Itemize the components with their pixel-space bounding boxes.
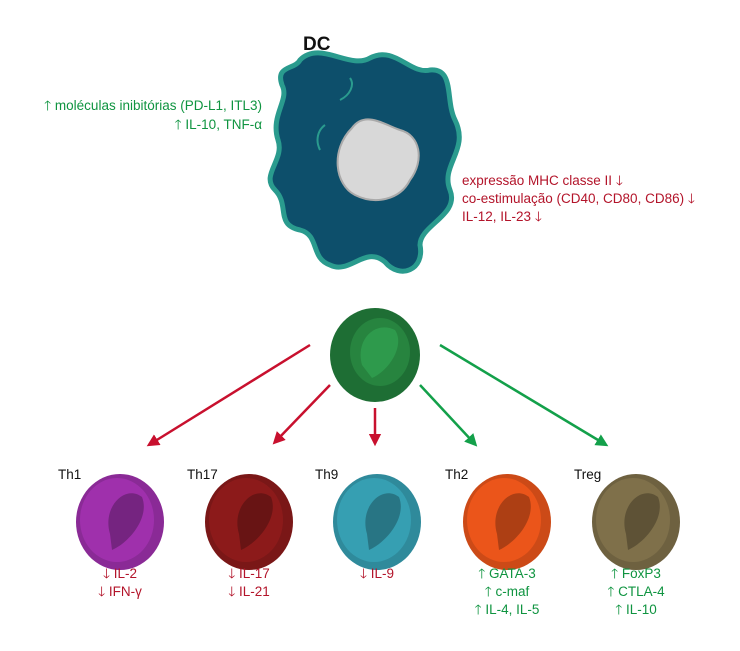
t-cell-th2 xyxy=(463,474,551,570)
cell-marker: 🡑 c-maf xyxy=(484,584,530,599)
dc-title: DC xyxy=(303,34,331,55)
cell-label: Th1 xyxy=(58,467,82,482)
dc-down-effect: expressão MHC classe II 🡓 xyxy=(462,173,623,188)
dendritic-cell xyxy=(267,50,462,274)
cell-marker: 🡑 CTLA-4 xyxy=(607,584,665,599)
arrow-to-treg xyxy=(439,343,609,447)
cell-marker: 🡑 FoxP3 xyxy=(611,566,661,581)
cell-label: Treg xyxy=(574,467,602,482)
cell-label: Th2 xyxy=(445,467,469,482)
dc-up-effect: 🡑 IL-10, TNF-α xyxy=(174,117,262,132)
t-cell-th1 xyxy=(76,474,164,570)
cell-marker: 🡑 IL-4, IL-5 xyxy=(474,602,540,617)
t-cell-th9 xyxy=(333,474,421,570)
cell-marker: 🡓 IFN-γ xyxy=(98,584,142,599)
cell-marker: 🡑 GATA-3 xyxy=(478,566,536,581)
naive-t-cell xyxy=(330,308,420,402)
t-cell-th17 xyxy=(205,474,293,570)
arrow-to-th1 xyxy=(146,343,311,447)
cell-marker: 🡓 IL-9 xyxy=(359,566,395,581)
arrow-to-th2 xyxy=(419,384,478,447)
cell-label: Th9 xyxy=(315,467,339,482)
cell-marker: 🡓 IL-17 xyxy=(228,566,270,581)
t-cell-treg xyxy=(592,474,680,570)
dc-up-effect: 🡑 moléculas inibitórias (PD-L1, ITL3) xyxy=(44,98,262,113)
cell-marker: 🡓 IL-21 xyxy=(228,584,270,599)
arrow-to-th17 xyxy=(272,384,331,445)
cell-marker: 🡑 IL-10 xyxy=(615,602,657,617)
dc-down-effect: IL-12, IL-23 🡓 xyxy=(462,209,542,224)
cell-label: Th17 xyxy=(187,467,218,482)
dc-down-effect: co-estimulação (CD40, CD80, CD86) 🡓 xyxy=(462,191,695,206)
cell-marker: 🡓 IL-2 xyxy=(102,566,138,581)
